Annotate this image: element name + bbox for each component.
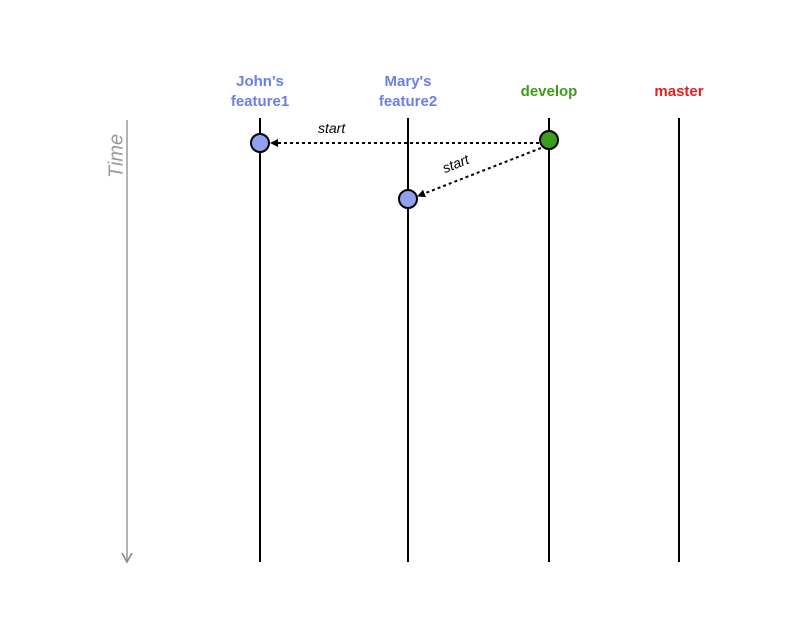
commit-marys-feature2 [398,189,418,209]
time-axis-arrow-icon [121,552,133,564]
branch-label-develop: develop [521,82,578,102]
branch-label-master: master [654,82,703,102]
branch-label-johns-feature1: John's feature1 [231,72,289,112]
branch-label-marys-feature2: Mary's feature2 [379,72,437,112]
branch-label-line: John's [236,73,284,90]
edge-label-start-john: start [318,120,346,136]
commit-johns-feature1 [250,133,270,153]
branch-label-line: master [654,83,704,100]
branch-label-line: feature2 [378,93,438,110]
branch-label-line: Mary's [384,73,432,90]
arrow-start-mary [417,147,542,198]
branch-label-line: develop [520,83,578,100]
commit-develop [539,130,559,150]
branch-label-line: feature1 [230,93,290,110]
